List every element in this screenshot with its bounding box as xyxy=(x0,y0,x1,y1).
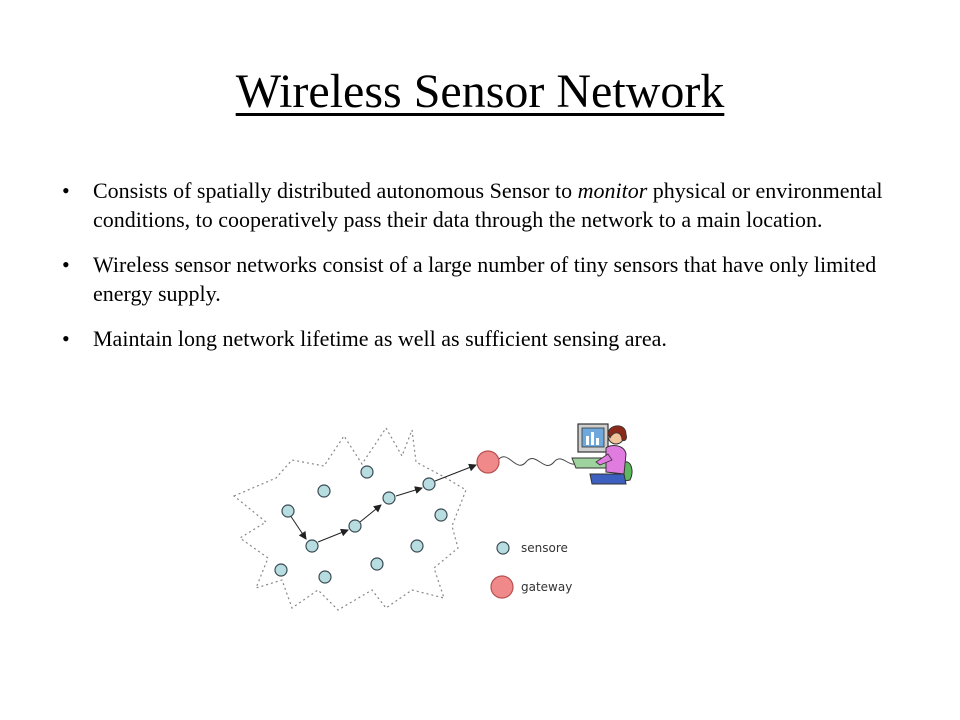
sensor-nodes xyxy=(274,465,448,584)
routing-arrows xyxy=(289,463,477,543)
bullet-text: Consists of spatially distributed autono… xyxy=(93,178,578,203)
bullet-item: • Wireless sensor networks consist of a … xyxy=(62,250,912,308)
bullet-text: Maintain long network lifetime as well a… xyxy=(93,326,667,351)
sensor-node xyxy=(274,563,288,577)
route-arrow xyxy=(434,463,477,482)
route-arrow xyxy=(395,486,423,497)
legend-gateway-swatch xyxy=(490,575,514,599)
route-arrow xyxy=(359,504,382,523)
slide-title: Wireless Sensor Network xyxy=(0,62,960,122)
route-arrow xyxy=(317,528,349,543)
sensor-network-diagram: sensore gateway xyxy=(232,423,633,611)
legend: sensore gateway xyxy=(490,541,572,599)
legend-sensor-label: sensore xyxy=(521,541,568,555)
network-boundary xyxy=(232,426,467,611)
bullet-emphasis: monitor xyxy=(577,178,648,203)
sensor-node xyxy=(410,539,424,553)
sensor-node xyxy=(318,570,332,584)
slide-title-text: Wireless Sensor Network xyxy=(235,65,725,118)
gateway-node xyxy=(476,450,500,474)
route-arrow xyxy=(289,514,307,540)
sensor-node xyxy=(317,484,331,498)
wireless-link xyxy=(497,456,579,466)
sensor-node xyxy=(360,465,374,479)
sensor-node xyxy=(281,504,295,518)
legend-sensor-swatch xyxy=(496,541,510,555)
bullet-text: Wireless sensor networks consist of a la… xyxy=(93,252,877,306)
computer-user-icon xyxy=(571,423,633,485)
bullet-marker: • xyxy=(62,178,70,203)
sensor-node xyxy=(382,491,396,505)
sensor-node xyxy=(305,539,319,553)
bullet-marker: • xyxy=(62,252,70,277)
sensor-node xyxy=(348,519,362,533)
bullet-item: • Maintain long network lifetime as well… xyxy=(62,324,912,353)
sensor-node xyxy=(422,477,436,491)
bullet-item: • Consists of spatially distributed auto… xyxy=(62,176,912,234)
sensor-node xyxy=(434,508,448,522)
bullet-list: • Consists of spatially distributed auto… xyxy=(62,176,912,369)
legend-gateway-label: gateway xyxy=(521,580,572,594)
bullet-text-continued: physical or environmental conditions, to… xyxy=(93,178,883,232)
sensor-node xyxy=(370,557,384,571)
bullet-marker: • xyxy=(62,326,70,351)
